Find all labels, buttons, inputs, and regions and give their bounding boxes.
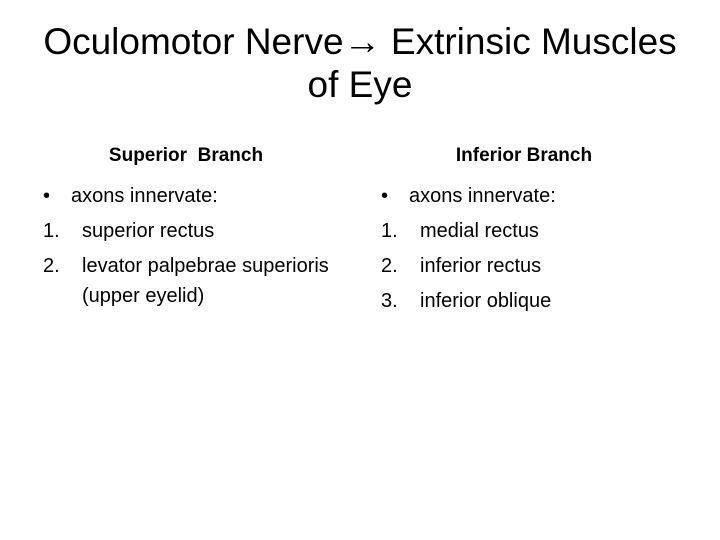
title-line-1: Oculomotor Nerve→Extrinsic Muscles <box>0 20 720 64</box>
content-columns: Superior Branch • axons innervate: 1. su… <box>0 145 720 316</box>
bullet-item-text: axons innervate: <box>409 184 556 207</box>
inferior-branch-column: Inferior Branch • axons innervate: 1. me… <box>374 145 674 316</box>
bullet-item: • axons innervate: <box>36 181 336 211</box>
item-number: 2. <box>381 254 398 277</box>
bullet-marker: • <box>43 184 51 207</box>
slide-title: Oculomotor Nerve→Extrinsic Muscles of Ey… <box>0 0 720 107</box>
numbered-item-text: levator palpebrae superioris (upper eyel… <box>82 254 329 307</box>
title-text-before-arrow: Oculomotor Nerve <box>43 21 344 62</box>
bullet-item: • axons innervate: <box>374 181 674 211</box>
numbered-item-text: superior rectus <box>82 219 215 242</box>
bullet-marker: • <box>381 184 389 207</box>
numbered-item: 1. superior rectus <box>36 216 336 246</box>
numbered-item-text: inferior oblique <box>420 289 552 312</box>
numbered-item: 1. medial rectus <box>374 216 674 246</box>
title-line-2: of Eye <box>307 63 413 105</box>
numbered-item: 2. levator palpebrae superioris (upper e… <box>36 251 336 311</box>
numbered-item-text: inferior rectus <box>420 254 542 277</box>
superior-branch-header: Superior Branch <box>108 144 264 166</box>
item-number: 3. <box>381 289 398 312</box>
right-arrow-icon: → <box>343 20 382 62</box>
title-text-after-arrow: Extrinsic Muscles <box>390 21 677 62</box>
item-number: 1. <box>381 219 398 242</box>
numbered-item-text: medial rectus <box>420 219 539 242</box>
bullet-item-text: axons innervate: <box>71 184 218 207</box>
superior-branch-column: Superior Branch • axons innervate: 1. su… <box>36 145 336 316</box>
item-number: 2. <box>43 254 60 277</box>
item-number: 1. <box>43 219 60 242</box>
inferior-branch-header: Inferior Branch <box>455 144 593 166</box>
numbered-item: 3. inferior oblique <box>374 286 674 316</box>
numbered-item: 2. inferior rectus <box>374 251 674 281</box>
